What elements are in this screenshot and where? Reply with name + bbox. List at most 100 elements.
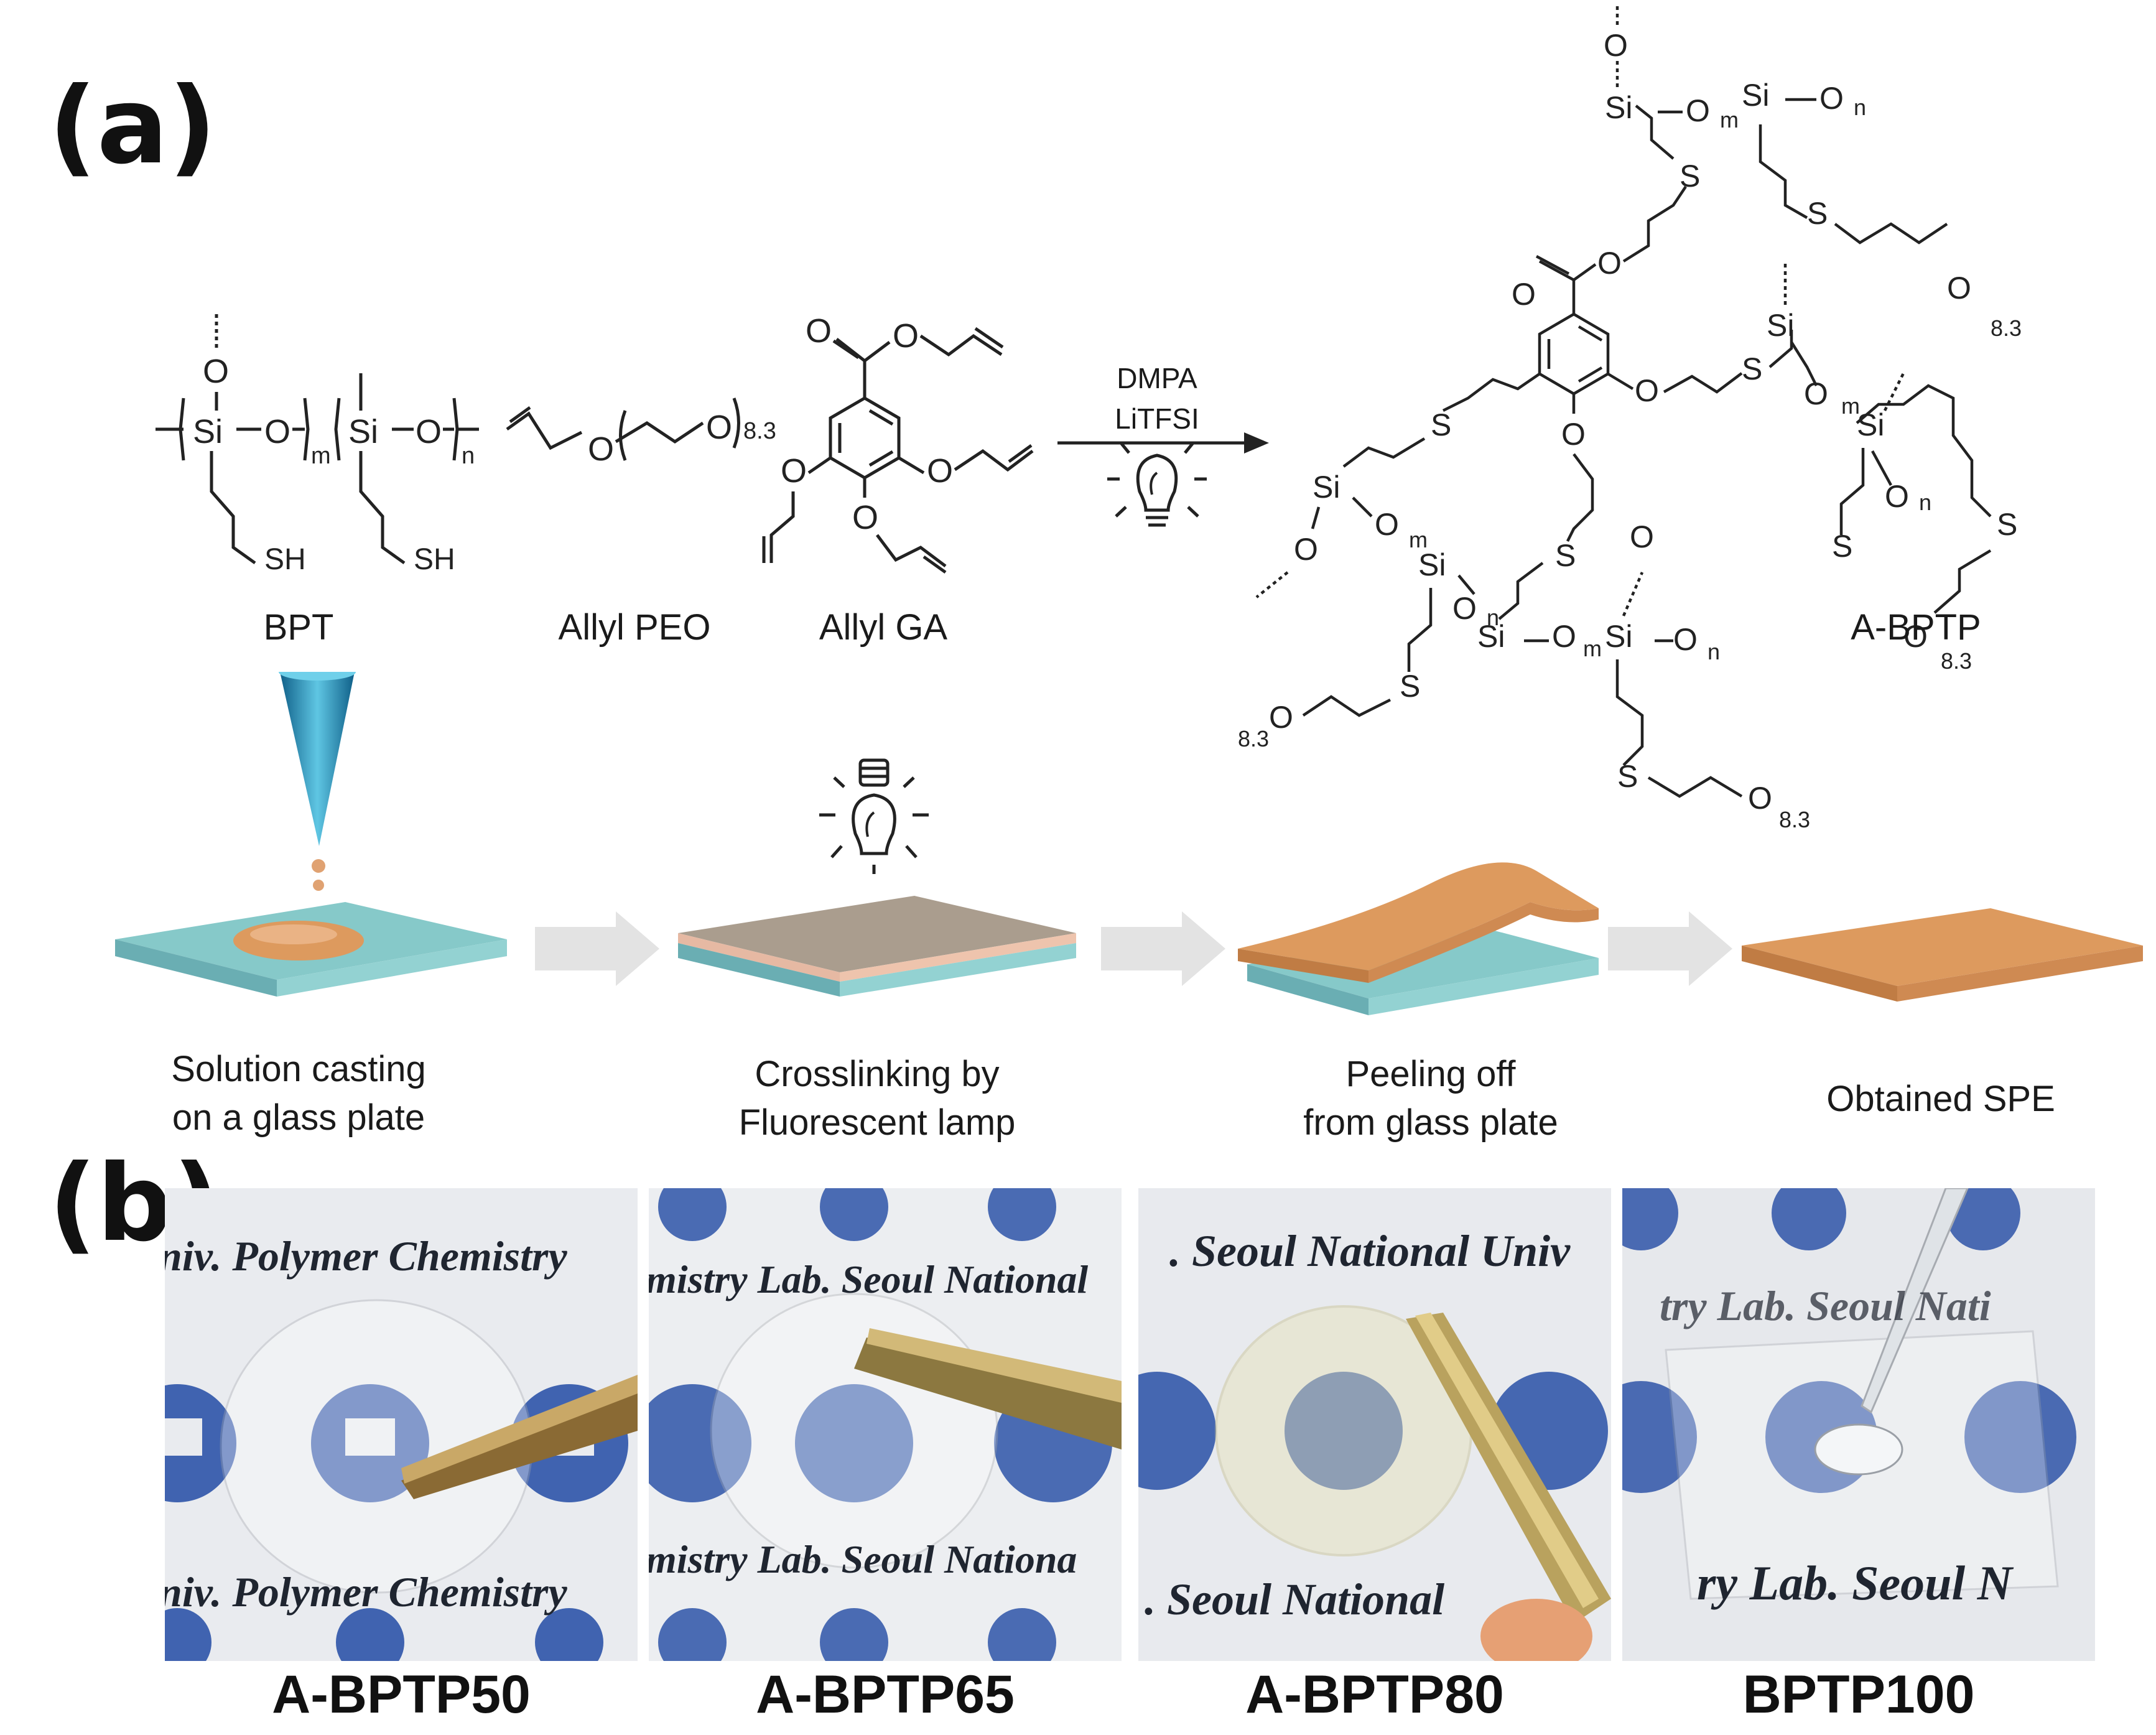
net-o-7: O (1635, 373, 1659, 408)
photo3-top-text: . Seoul National Univ (1169, 1226, 1571, 1276)
label-a-bptp: A-BPTP (1851, 607, 1981, 648)
photo-a-bptp50: niv. Polymer Chemistry niv. Polymer Chem… (165, 1188, 638, 1661)
step2-line1: Crosslinking by (755, 1054, 1000, 1094)
label-bpt: BPT (263, 607, 334, 648)
bpt-sh-1: SH (264, 543, 306, 576)
photo2-background (649, 1188, 1122, 1661)
net-si-6: Si (1605, 619, 1632, 654)
ga-o-carbonyl: O (806, 312, 832, 350)
net-s-5: S (1555, 538, 1576, 573)
reagent-litfsi: LiTFSI (1115, 402, 1199, 435)
photo4-background (1622, 1188, 2095, 1661)
lamp-icon (819, 758, 929, 874)
peo-o-1: O (588, 430, 614, 468)
ga-o-left: O (781, 452, 807, 490)
net-o-8: O (1804, 376, 1828, 411)
step3-line2: from glass plate (1303, 1102, 1558, 1143)
net-si-4: Si (1857, 407, 1884, 442)
photo3-bottom-text: . Seoul National (1145, 1575, 1445, 1624)
step-caption-2: Crosslinking by Fluorescent lamp (697, 1050, 1057, 1148)
photo2-top-text: mistry Lab. Seoul National (649, 1257, 1089, 1301)
label-allyl-peo: Allyl PEO (558, 607, 711, 648)
net-o-19: O (1903, 619, 1928, 654)
peo-repeat: 8.3 (743, 418, 776, 444)
ga-o-right: O (927, 452, 953, 490)
net-o-2: O (1597, 246, 1622, 281)
net-si-7: Si (1313, 470, 1340, 505)
photo-bptp100: try Lab. Seoul Nati ry Lab. Seoul N (1622, 1188, 2095, 1661)
bpt-o-1: O (264, 413, 290, 450)
photo3-background (1138, 1188, 1611, 1661)
step1-line1: Solution casting (171, 1049, 426, 1089)
net-m-2: m (1841, 393, 1860, 419)
net-o-4: O (1686, 93, 1710, 128)
photo4-top-text: try Lab. Seoul Nati (1660, 1282, 1991, 1329)
net-m-3: m (1583, 636, 1602, 661)
process-illustration (115, 672, 2143, 1015)
net-si-2: Si (1742, 78, 1769, 113)
bpt-structure: O Si O m Si O n SH SH (156, 314, 479, 576)
net-o-3: O (1604, 28, 1628, 63)
photo4-bottom-text: ry Lab. Seoul N (1697, 1556, 2012, 1610)
net-repeat-2: 8.3 (1779, 807, 1810, 832)
net-n-2: n (1919, 490, 1931, 515)
a-bptp-network: O O S Si O O m Si O n S O 8.3 O S (1238, 3, 2022, 832)
peo-o-2: O (706, 409, 732, 446)
net-s-6: S (1617, 759, 1638, 794)
pipette-cone-icon (279, 672, 356, 891)
net-o-16: O (1375, 507, 1399, 542)
net-o-14: O (1748, 781, 1772, 816)
step2-coated-plate (678, 896, 1076, 997)
step3-peeling-plate (1238, 862, 1599, 1015)
ga-o-ester: O (893, 317, 919, 355)
step1-line2: on a glass plate (172, 1097, 425, 1138)
net-o-18: O (1269, 700, 1293, 735)
bpt-n: n (462, 443, 475, 469)
step2-line2: Fluorescent lamp (738, 1102, 1016, 1143)
caption-bptp100: BPTP100 (1742, 1665, 1975, 1724)
bpt-o-top: O (203, 353, 229, 390)
net-s-3: S (1742, 351, 1762, 386)
net-o-5: O (1819, 81, 1844, 116)
net-si-1: Si (1605, 90, 1632, 125)
photo1-bottom-text: niv. Polymer Chemistry (165, 1568, 567, 1616)
step4-line1: Obtained SPE (1826, 1079, 2055, 1119)
net-s-1: S (1680, 159, 1700, 193)
bpt-si-1: Si (193, 413, 223, 450)
bpt-m: m (311, 443, 331, 469)
photo1-background (165, 1188, 638, 1661)
net-o-15: O (1294, 532, 1318, 567)
step-caption-4: Obtained SPE (1791, 1075, 2090, 1123)
step4-obtained-spe (1742, 908, 2143, 1002)
net-repeat-3: 8.3 (1238, 726, 1269, 751)
lamp-icon (1107, 442, 1207, 527)
step1-glass-plate (115, 902, 507, 997)
net-n-3: n (1708, 639, 1720, 664)
process-arrow-1 (535, 911, 659, 986)
process-arrow-2 (1101, 911, 1225, 986)
net-o-11: O (1552, 619, 1576, 654)
net-si-5: Si (1477, 619, 1505, 654)
photo-a-bptp65: mistry Lab. Seoul National mistry Lab. S… (649, 1188, 1122, 1661)
reaction-scheme: O Si O m Si O n SH SH (156, 3, 2022, 832)
net-si-3: Si (1767, 308, 1794, 343)
allyl-peo-structure: O O 8.3 (506, 398, 776, 468)
net-repeat-4: 8.3 (1941, 648, 1972, 674)
net-repeat-1: 8.3 (1991, 315, 2022, 341)
reaction-arrowhead (1244, 432, 1269, 454)
net-s-7: S (1431, 407, 1451, 442)
net-o-12: O (1630, 519, 1654, 554)
net-o-13: O (1673, 622, 1698, 657)
net-s-2: S (1807, 196, 1828, 231)
step-caption-3: Peeling off from glass plate (1250, 1050, 1611, 1148)
caption-a-bptp50: A-BPTP50 (272, 1665, 531, 1724)
allyl-ga-structure: O O O O O (762, 312, 1034, 574)
reagent-dmpa: DMPA (1117, 362, 1197, 394)
caption-a-bptp80: A-BPTP80 (1245, 1665, 1504, 1724)
net-s-4: S (1832, 529, 1852, 564)
net-si-8: Si (1418, 547, 1446, 582)
ga-o-bottom: O (852, 499, 878, 536)
step3-line1: Peeling off (1345, 1054, 1516, 1094)
process-arrow-3 (1608, 911, 1732, 986)
